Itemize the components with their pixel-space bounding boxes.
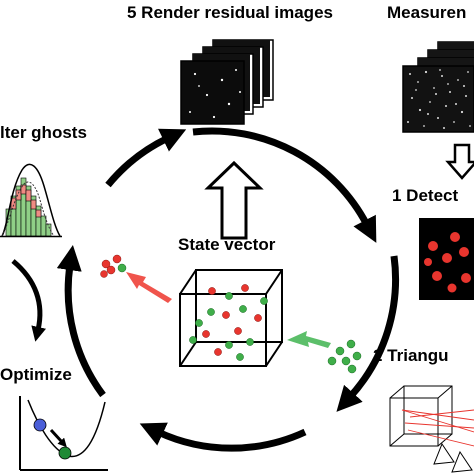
arrow-triangulate-to-optimize bbox=[139, 422, 307, 452]
arrow-filter-to-optimize bbox=[11, 259, 46, 342]
detected-particles-image bbox=[419, 218, 474, 300]
stacked-residual-images bbox=[180, 39, 274, 125]
ghost-histogram bbox=[0, 163, 62, 238]
hollow-down-arrow bbox=[445, 143, 474, 180]
arrow-detect-to-triangulate bbox=[336, 255, 400, 412]
arrow-render-to-detect bbox=[192, 127, 377, 243]
cycle-arrows bbox=[56, 127, 400, 452]
render-label: 5 Render residual images bbox=[127, 3, 333, 22]
triangulate-label: 2 Triangu bbox=[373, 346, 449, 365]
new-particles bbox=[327, 339, 362, 374]
arrow-optimize-to-filter bbox=[56, 245, 106, 398]
stacked-measurement-images bbox=[402, 41, 474, 133]
optimization-curve bbox=[19, 396, 108, 471]
detect-label: 1 Detect bbox=[392, 186, 458, 205]
filter-label: lter ghosts bbox=[0, 123, 87, 142]
hollow-up-arrow bbox=[204, 160, 264, 240]
state-label: State vector bbox=[178, 235, 276, 254]
green-input-arrow bbox=[287, 331, 331, 348]
triangulation-rays-cube bbox=[389, 385, 474, 473]
arrow-filter-to-render bbox=[105, 128, 187, 188]
state-vector-cube bbox=[179, 269, 283, 367]
ghost-particles bbox=[100, 254, 127, 278]
red-output-arrow bbox=[126, 272, 172, 303]
optimize-label: Optimize bbox=[0, 365, 72, 384]
measure-label: Measuren bbox=[387, 3, 466, 22]
